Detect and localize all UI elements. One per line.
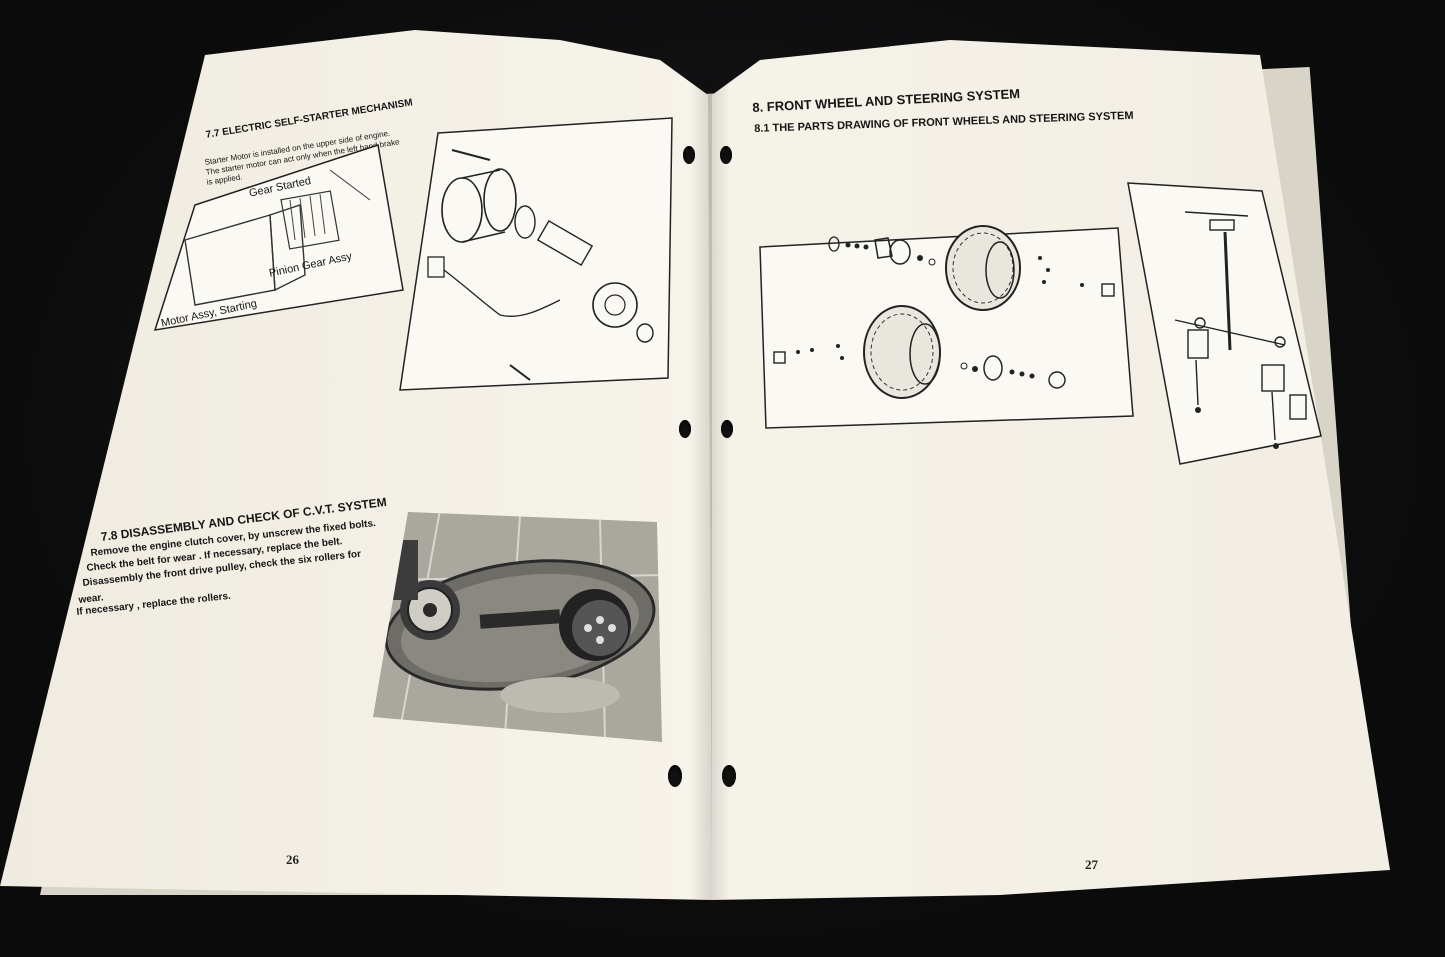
punch-hole	[679, 420, 691, 438]
binding-shadow	[690, 80, 730, 900]
page-number-26: 26	[286, 852, 299, 867]
punch-hole	[668, 765, 682, 787]
punch-hole	[683, 146, 695, 164]
punch-hole	[720, 146, 732, 164]
punch-hole	[722, 765, 736, 787]
page-number-27: 27	[1085, 857, 1098, 872]
punch-hole	[721, 420, 733, 438]
